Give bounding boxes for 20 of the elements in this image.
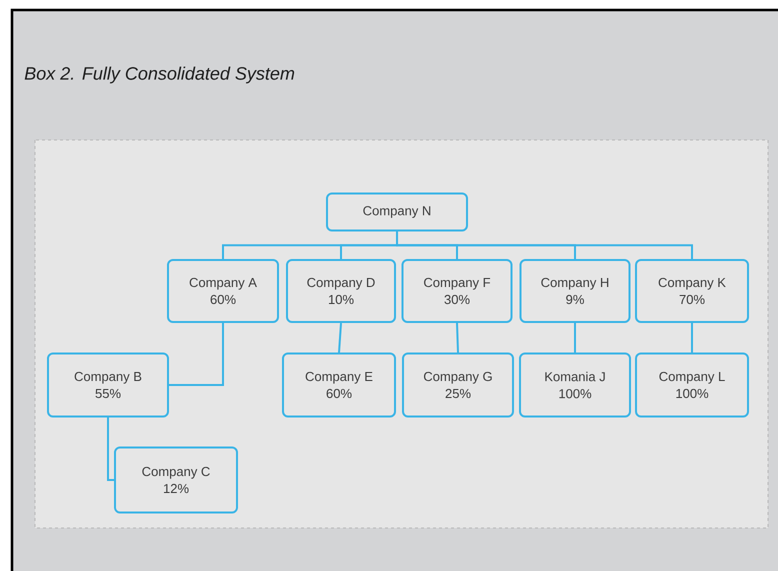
connector-line xyxy=(107,418,114,481)
company-box: Company N xyxy=(326,192,468,232)
company-box: Company C 12% xyxy=(114,446,238,514)
company-box: Company D 10% xyxy=(286,259,396,323)
company-box: Company F 30% xyxy=(402,259,512,323)
connector-line xyxy=(396,232,693,259)
company-box: Company L 100% xyxy=(635,352,749,418)
company-box: Company B 55% xyxy=(47,352,169,418)
connector-line xyxy=(456,322,459,353)
company-box: Company E 60% xyxy=(282,352,396,418)
connector-line xyxy=(691,323,693,352)
connector-line xyxy=(574,323,576,352)
connector-line xyxy=(169,323,224,386)
title: Box 2. Fully Consolidated System xyxy=(24,66,294,84)
company-box: Company H 9% xyxy=(520,259,630,323)
connector-line xyxy=(338,322,342,353)
company-box: Company K 70% xyxy=(635,259,749,323)
company-box: Company G 25% xyxy=(402,352,514,418)
company-box: Komania J 100% xyxy=(519,352,631,418)
company-box: Company A 60% xyxy=(167,259,279,323)
